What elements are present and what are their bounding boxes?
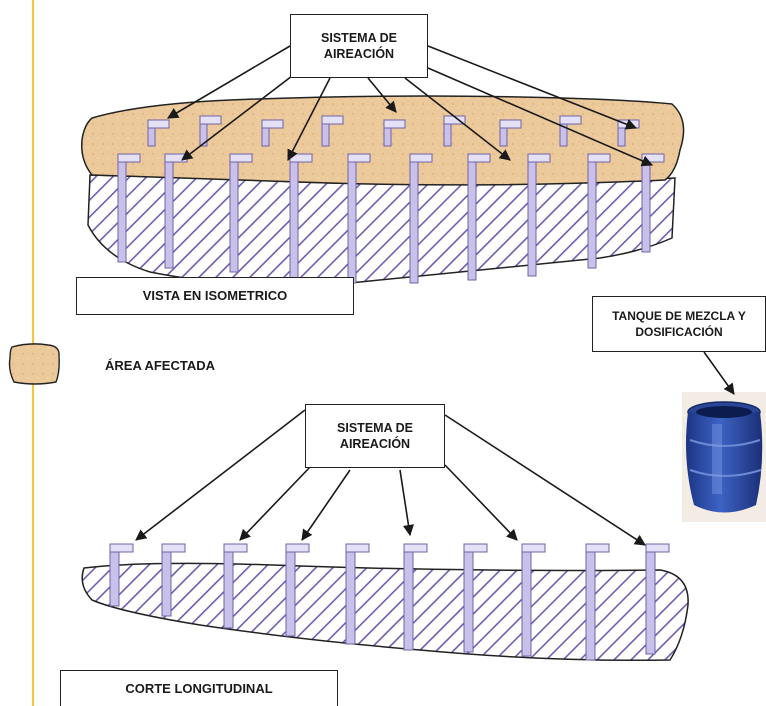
arrow: [445, 465, 517, 540]
aeration-label-top-line2: AIREACIÓN: [324, 46, 394, 62]
arrow: [302, 470, 350, 540]
sandy-area-icon: [10, 344, 60, 384]
isometric-view-label: VISTA EN ISOMETRICO: [76, 277, 354, 315]
isometric-hatched-body: [88, 175, 675, 285]
longitudinal-basin: [82, 544, 688, 660]
longitudinal-section-text: CORTE LONGITUDINAL: [125, 681, 272, 697]
arrow: [240, 465, 312, 540]
arrow: [400, 470, 410, 535]
aeration-label-bottom-line1: SISTEMA DE: [337, 420, 413, 436]
blue-barrel-icon: [682, 392, 766, 522]
arrow: [445, 415, 645, 545]
affected-area-legend-label: ÁREA AFECTADA: [105, 358, 215, 373]
isometric-basin: [82, 96, 684, 285]
aeration-label-bottom-line2: AIREACIÓN: [340, 436, 410, 452]
tank-label: TANQUE DE MEZCLA Y DOSIFICACIÓN: [592, 296, 766, 352]
tank-label-line2: DOSIFICACIÓN: [635, 324, 722, 340]
longitudinal-section-label: CORTE LONGITUDINAL: [60, 670, 338, 706]
tank-arrow: [704, 352, 734, 394]
aeration-label-bottom: SISTEMA DE AIREACIÓN: [305, 404, 445, 468]
isometric-view-text: VISTA EN ISOMETRICO: [143, 288, 287, 304]
aeration-label-top: SISTEMA DE AIREACIÓN: [290, 14, 428, 78]
tank-label-line1: TANQUE DE MEZCLA Y: [612, 308, 746, 324]
longitudinal-hatched-body: [82, 563, 688, 660]
aeration-label-top-line1: SISTEMA DE: [321, 30, 397, 46]
arrow: [136, 410, 305, 540]
